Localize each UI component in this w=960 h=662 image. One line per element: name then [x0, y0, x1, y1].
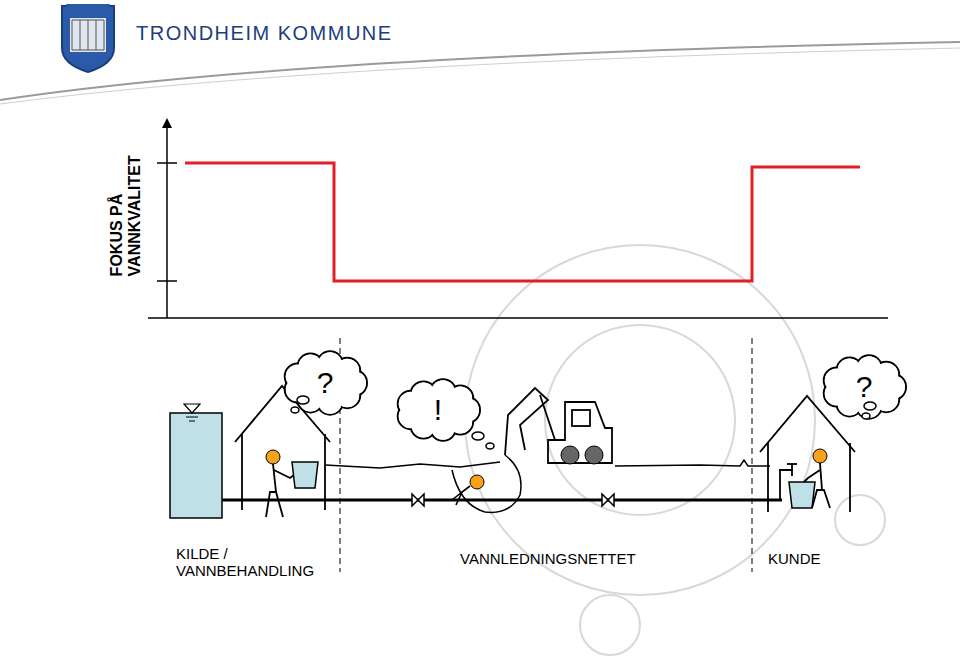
worker-figure: [452, 475, 484, 505]
section-label: KILDE / VANNBEHANDLING: [176, 545, 336, 580]
chart-axes: [148, 124, 888, 318]
customer-bucket: [789, 482, 815, 508]
thought-bubble: !: [396, 380, 480, 440]
header-swoosh: [0, 48, 960, 104]
water-main: [222, 499, 782, 502]
customer-figure: [804, 449, 830, 508]
thought-mark: ?: [856, 372, 873, 402]
water-tank: [170, 404, 222, 518]
coat-of-arms: [62, 4, 114, 72]
excavator: [505, 388, 612, 463]
axis-label: FOKUS PÅ VANNKVALITET: [108, 116, 145, 276]
quality-focus-line: [185, 163, 860, 281]
axis-arrowhead: [162, 118, 172, 128]
section-label: VANNLEDNINGSNETTET: [460, 550, 680, 567]
excavation-trench: [452, 455, 521, 512]
ground-line: [615, 460, 770, 466]
excavator-wheel: [561, 446, 603, 464]
org-name: TRONDHEIM KOMMUNE: [136, 22, 396, 45]
ground-line: [325, 462, 500, 468]
watermark-ornament: [465, 245, 885, 655]
thought-mark: ?: [317, 368, 334, 398]
thought-bubble: ?: [822, 356, 906, 418]
section-divider: [340, 338, 752, 572]
pipe-valve: [412, 494, 614, 506]
operator-figure: [266, 450, 318, 517]
thought-bubble: ?: [283, 352, 367, 414]
thought-mark: !: [434, 395, 442, 425]
header-swoosh: [0, 42, 960, 100]
section-label: KUNDE: [768, 550, 848, 567]
